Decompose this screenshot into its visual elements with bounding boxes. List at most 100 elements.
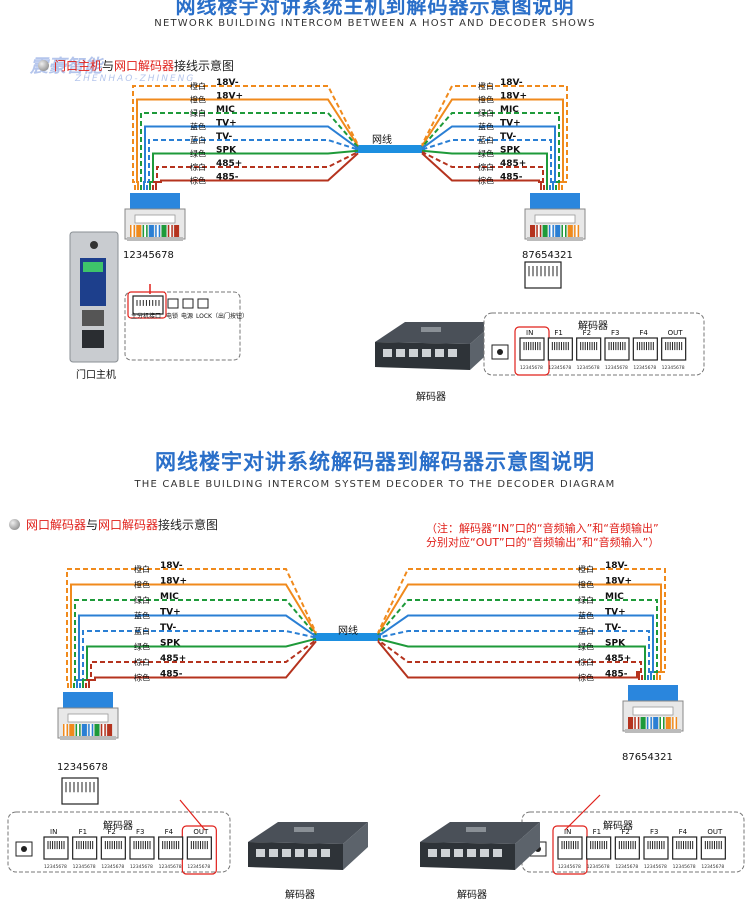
door-host-card-reader — [82, 330, 104, 348]
panel-port-numbers: 12345678 — [159, 864, 182, 870]
wire-signal-label: SPK — [605, 639, 626, 649]
power-jack-hole — [497, 349, 503, 355]
wire-line — [79, 630, 317, 688]
wire-color-label: 绿白 — [190, 108, 206, 118]
wire-line — [82, 637, 317, 688]
bullet-icon — [38, 60, 49, 71]
panel-port-jack-icon — [586, 836, 612, 860]
plug-boot — [130, 193, 180, 209]
panel-port-label: F4 — [679, 828, 688, 836]
wire-signal-label: SPK — [500, 146, 521, 156]
plug-pin — [107, 724, 113, 736]
door-host-terminal-icon — [182, 298, 194, 309]
plug-pin — [567, 225, 573, 237]
subhead-decoder: 网口解码器 — [114, 59, 175, 73]
wire-signal-label: 18V- — [605, 561, 628, 571]
decoder-port — [441, 849, 450, 857]
door-host-caption: 门口主机 — [76, 370, 116, 381]
wire-line — [377, 583, 662, 680]
wire-color-label: 棕色 — [190, 176, 206, 186]
host-port-label-power: 电源 — [181, 313, 194, 320]
plug-pin — [81, 724, 87, 736]
wire-signal-label: 18V+ — [160, 577, 187, 587]
subhead-decoder-b: 网口解码器 — [98, 518, 159, 532]
wire-signal-label: MIC — [605, 592, 624, 602]
wire-line — [85, 639, 317, 688]
plug-pin — [136, 225, 142, 237]
wire-line — [76, 614, 317, 688]
plug-lip — [60, 736, 116, 740]
section2-note-line1: （注：解码器“IN”口的“音频输入”和“音频输出” — [426, 522, 659, 535]
subhead-wiring: 接线示意图 — [174, 59, 235, 73]
wire-signal-label: 18V+ — [500, 92, 527, 102]
wire-signal-label: SPK — [216, 146, 237, 156]
wire-color-label: 棕白 — [190, 162, 206, 172]
wire-color-label: 橙色 — [134, 580, 150, 590]
panel-port-jack-icon — [519, 337, 545, 361]
wire-color-label: 蓝白 — [578, 626, 594, 636]
wire-color-label: 橙白 — [190, 81, 206, 91]
plug-pin — [640, 717, 646, 729]
section1-title-en: NETWORK BUILDING INTERCOM BETWEEN A HOST… — [154, 18, 596, 29]
plug-pin-stripe — [563, 225, 565, 237]
power-jack-hole — [21, 846, 27, 852]
door-host-screen-content — [83, 262, 103, 272]
panel-port-jack-icon — [672, 836, 698, 860]
section2-title-en: THE CABLE BUILDING INTERCOM SYSTEM DECOD… — [134, 479, 616, 490]
door-host-main-jack-icon — [132, 295, 164, 315]
section2-cable-label: 网线 — [338, 626, 358, 637]
decoder-port — [409, 349, 418, 357]
section2-left-jack-icon — [61, 777, 99, 805]
decoder-port — [308, 849, 317, 857]
decoder-label-plate — [421, 327, 441, 332]
panel-port-numbers: 12345678 — [548, 365, 571, 371]
plug-pin-stripe — [673, 717, 676, 729]
section2-note-line2: 分别对应“OUT”口的“音频输出”和“音频输入”） — [426, 536, 660, 549]
plug-lip — [127, 237, 183, 241]
decoder-port — [396, 349, 405, 357]
section1-decoder-device — [375, 322, 495, 370]
panel-port-label: F3 — [650, 828, 658, 836]
wire-signal-label: 485+ — [605, 654, 631, 664]
plug-pin — [161, 225, 167, 237]
decoder-top — [420, 822, 540, 844]
section1-left-rj45-plug — [124, 193, 186, 241]
wire-signal-label: 18V- — [500, 78, 523, 88]
subhead-and: 与 — [102, 59, 115, 73]
plug-pin-stripe — [131, 225, 134, 237]
section2-right-plug-numbers: 87654321 — [622, 752, 673, 763]
bullet-icon — [9, 519, 20, 530]
plug-pin-stripe — [635, 717, 638, 729]
wire-signal-label: TV- — [216, 132, 232, 142]
panel-port-label: F3 — [136, 828, 144, 836]
panel-port-label: F4 — [639, 329, 648, 337]
decoder-top — [248, 822, 368, 844]
plug-lip — [625, 729, 681, 733]
wire-color-label: 蓝色 — [190, 122, 206, 132]
wire-line — [377, 639, 643, 680]
section1-panel-title: 解码器 — [578, 321, 608, 332]
panel-port-numbers: 12345678 — [187, 864, 210, 870]
brand-watermark-sub: ZHENHAO-ZHINENG — [75, 74, 196, 84]
panel-port-label: F3 — [611, 329, 619, 337]
wire-line — [421, 85, 568, 190]
plug-window — [632, 706, 674, 716]
panel-port-label: OUT — [707, 828, 723, 836]
section2-left-plug-numbers: 12345678 — [57, 762, 108, 773]
plug-lip — [527, 237, 583, 241]
panel-port-jack-icon — [100, 836, 126, 860]
panel-port-jack-icon — [614, 836, 640, 860]
panel-port-numbers: 12345678 — [577, 365, 600, 371]
section1-cable-label: 网线 — [372, 135, 392, 146]
wire-signal-label: 485+ — [500, 159, 526, 169]
plug-pin — [174, 225, 180, 237]
plug-boot — [63, 692, 113, 708]
wire-line — [421, 125, 556, 190]
door-host-keypad — [82, 310, 104, 326]
panel-port-numbers: 12345678 — [605, 365, 628, 371]
wire-line — [149, 149, 359, 190]
wire-line — [377, 568, 666, 680]
wire-line — [377, 637, 646, 680]
wire-color-label: 橙白 — [578, 564, 594, 574]
plug-pin-stripe — [550, 225, 553, 237]
